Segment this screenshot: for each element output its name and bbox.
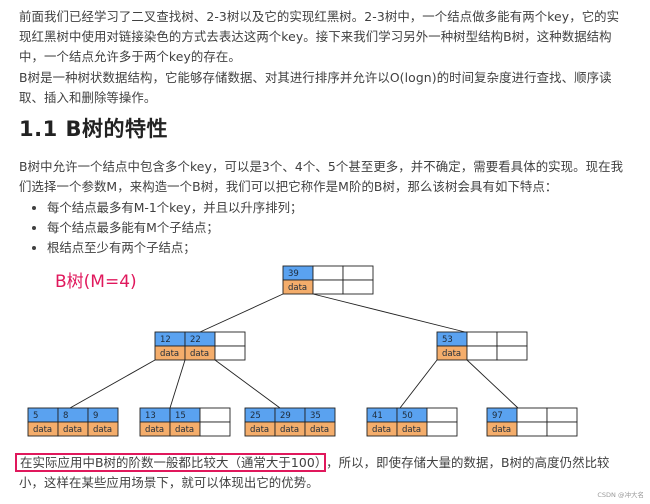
btree-node-leaf3: 25 data 29 data 35 data [244, 407, 336, 437]
key-label: 41 [372, 411, 383, 421]
key-label: 13 [145, 411, 156, 421]
btree-definition-paragraph: B树是一种树状数据结构，它能够存储数据、对其进行排序并允许以O(logn)的时间… [19, 70, 612, 105]
key-cell [214, 331, 246, 347]
edge [69, 359, 156, 409]
data-label: data [288, 283, 307, 293]
data-label: data [280, 425, 299, 435]
feature-item: 每个结点最多有M-1个key，并且以升序排列； [47, 198, 302, 218]
data-label: data [402, 425, 421, 435]
conclusion-paragraph: 在实际应用中B树的阶数一般都比较大（通常大于100），所以，即使存储大量的数据，… [15, 453, 631, 493]
key-label: 9 [93, 411, 98, 421]
feature-item: 根结点至少有两个子结点； [47, 238, 302, 258]
btree-diagram: B树(M=4) 39 data 12 data 22 data 53 data 5 data 8 da… [27, 265, 578, 437]
data-cell [214, 345, 246, 361]
key-label: 22 [190, 335, 201, 345]
edge [466, 359, 519, 409]
btree-node-root: 39 data [282, 265, 374, 295]
edge [169, 359, 186, 409]
data-label: data [33, 425, 52, 435]
key-cell [466, 331, 498, 347]
key-label: 12 [160, 335, 171, 345]
feature-item: 每个结点最多能有M个子结点； [47, 218, 302, 238]
highlighted-text: 在实际应用中B树的阶数一般都比较大（通常大于100） [15, 453, 327, 472]
data-label: data [190, 349, 209, 359]
key-label: 5 [33, 411, 38, 421]
data-cell [426, 421, 458, 437]
data-label: data [250, 425, 269, 435]
tree-edges [69, 293, 519, 409]
data-cell [304, 421, 336, 437]
data-cell [199, 421, 231, 437]
data-label: data [145, 425, 164, 435]
key-label: 53 [442, 335, 453, 345]
btree-node-leaf1: 5 data 8 data 9 data [27, 407, 119, 437]
data-label: data [175, 425, 194, 435]
btree-node-leaf2: 13 data 15 data [139, 407, 231, 437]
key-label: 15 [175, 411, 186, 421]
data-label: data [442, 349, 461, 359]
data-cell [87, 421, 119, 437]
key-cell [516, 407, 548, 423]
data-cell [466, 345, 498, 361]
data-cell [342, 279, 374, 295]
edge [399, 359, 438, 409]
section-heading: 1.1 B树的特性 [19, 117, 169, 141]
data-cell [546, 421, 578, 437]
key-label: 50 [402, 411, 413, 421]
key-label: 25 [250, 411, 261, 421]
btree-node-right: 53 data [436, 331, 528, 361]
key-cell [496, 331, 528, 347]
key-cell [342, 265, 374, 281]
key-cell [426, 407, 458, 423]
key-label: 29 [280, 411, 291, 421]
btree-node-leaf4: 41 data 50 data [366, 407, 458, 437]
data-label: data [492, 425, 511, 435]
key-label: 39 [288, 269, 299, 279]
data-label: data [93, 425, 112, 435]
conclusion-text: ，所以，即使存储大量的数据，B树的高度仍然比较小，这样在某些应用场景下，就可以体… [19, 455, 610, 490]
data-cell [496, 345, 528, 361]
order-intro-paragraph: B树中允许一个结点中包含多个key，可以是3个、4个、5个甚至更多，并不确定，需… [19, 159, 624, 194]
edge [214, 359, 281, 409]
data-cell [312, 279, 344, 295]
watermark-credit: CSDN @冲大名 [597, 491, 644, 499]
btree-node-leaf5: 97 data [486, 407, 578, 437]
key-label: 8 [63, 411, 68, 421]
edge [199, 293, 284, 333]
data-label: data [310, 425, 329, 435]
key-label: 97 [492, 411, 503, 421]
data-label: data [372, 425, 391, 435]
feature-list: 每个结点最多有M-1个key，并且以升序排列； 每个结点最多能有M个子结点； 根… [27, 198, 302, 258]
data-label: data [160, 349, 179, 359]
diagram-title: B树(M=4) [55, 272, 137, 292]
key-cell [546, 407, 578, 423]
btree-node-left: 12 data 22 data [154, 331, 246, 361]
data-label: data [63, 425, 82, 435]
edge [312, 293, 466, 333]
key-cell [312, 265, 344, 281]
intro-paragraph: 前面我们已经学习了二叉查找树、2-3树以及它的实现红黑树。2-3树中，一个结点做… [19, 9, 620, 64]
data-cell [516, 421, 548, 437]
key-cell [199, 407, 231, 423]
key-label: 35 [310, 411, 321, 421]
